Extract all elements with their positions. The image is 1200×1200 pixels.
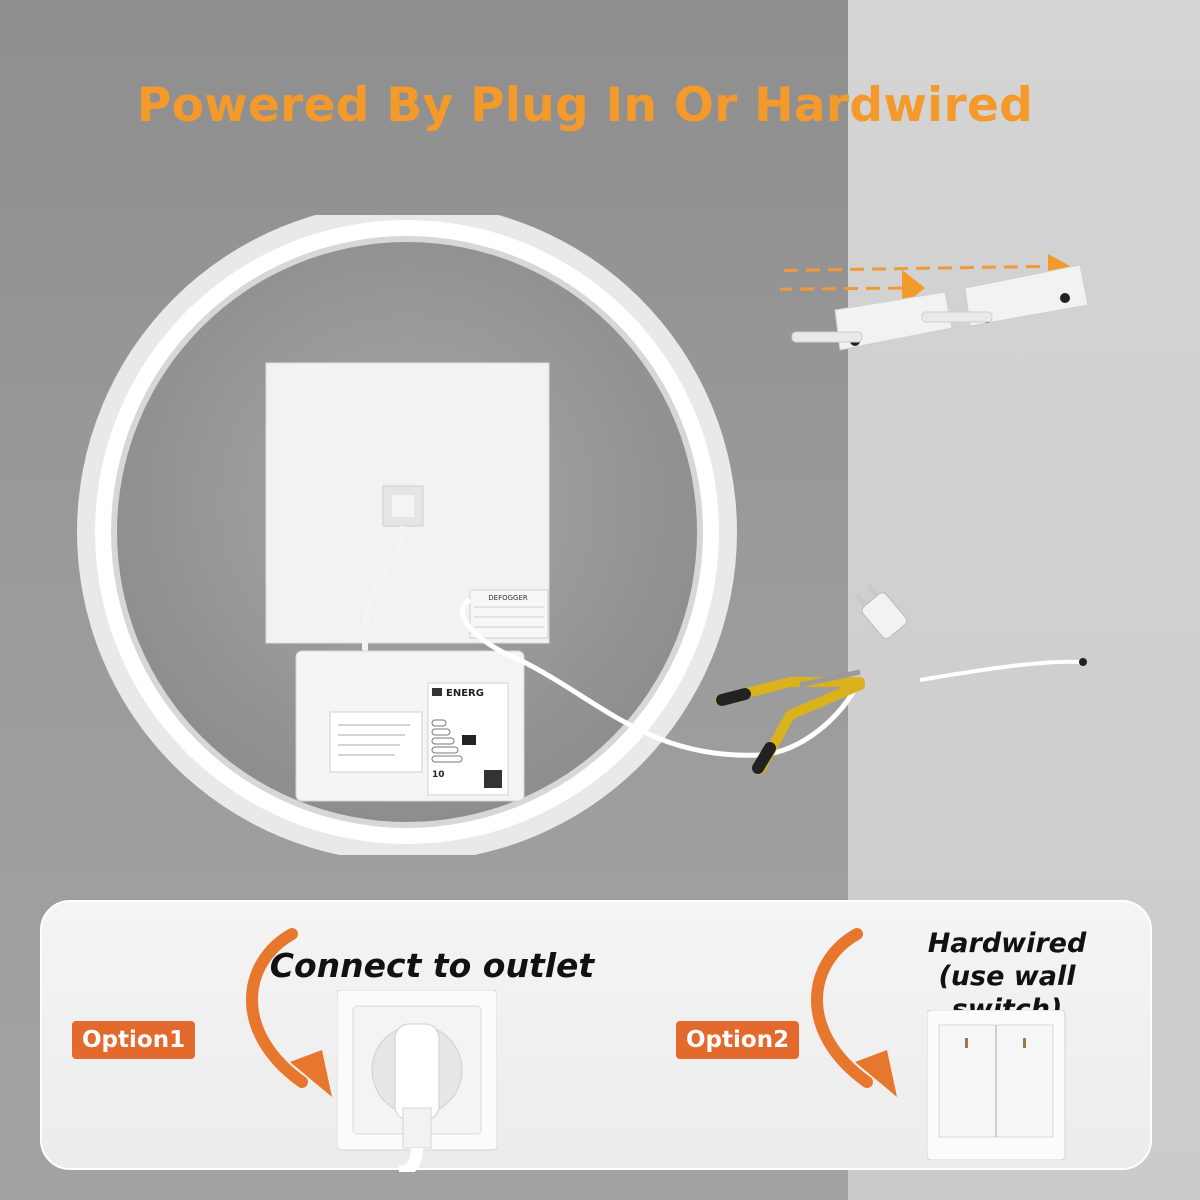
headline: Powered By Plug In Or Hardwired [136,78,1034,133]
option2-badge: Option2 [676,1021,800,1059]
energy-brand: ENERG [446,688,484,699]
curved-arrow-icon [811,928,897,1097]
round-mirror: DEFOGGER ENERG 10 [77,215,737,855]
dashed-arrow-icon [780,264,1071,273]
wall-switch [927,1010,1066,1160]
options-panel: Option1 Connect to outlet Option2 Hardwi… [40,900,1152,1172]
dashed-arrow-icon [780,286,913,291]
control-box-sticker [329,711,423,773]
option1-title: Connect to outlet [269,946,595,985]
option2-title-line1: Hardwired [927,928,1087,959]
wall-brackets [780,254,1089,351]
plug-in-socket [394,1023,440,1121]
qr-code [484,770,502,788]
energy-qty: 10 [432,770,445,780]
curved-arrow-icon [246,928,332,1097]
defogger-label-text: DEFOGGER [488,594,528,602]
wall-outlet [337,990,497,1172]
option1-badge: Option1 [72,1021,196,1059]
